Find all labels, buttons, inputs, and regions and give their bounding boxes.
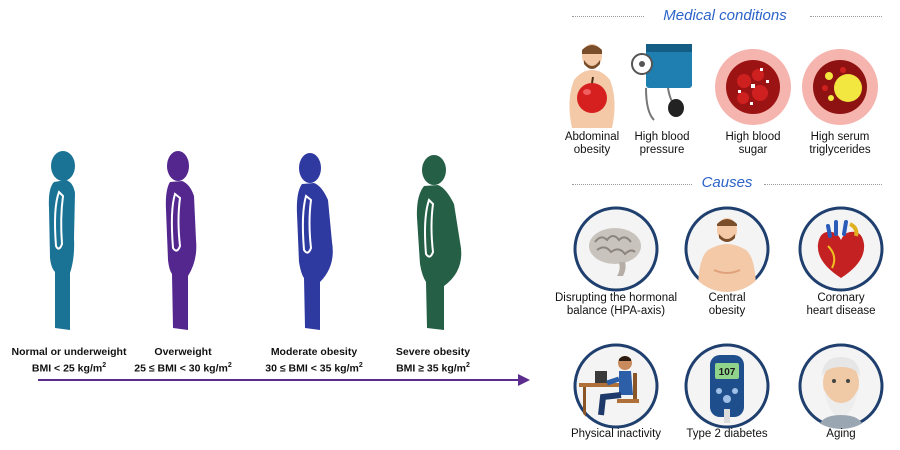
brain-icon xyxy=(573,206,659,292)
label-line: triglycerides xyxy=(809,144,871,156)
label-line: sugar xyxy=(738,144,768,156)
medical-label-triglycerides: High serum triglycerides xyxy=(780,131,900,157)
label-line: obesity xyxy=(708,305,746,317)
blood-sugar-icon xyxy=(714,48,792,126)
label-line: heart disease xyxy=(806,305,876,317)
figure-bmi-range: BMI ≥ 35 kg/m2 xyxy=(396,362,470,375)
elderly-man-icon xyxy=(798,343,884,429)
label-line: Physical inactivity xyxy=(570,428,662,440)
glucometer-icon: 107 xyxy=(684,343,770,429)
label-line: Coronary xyxy=(817,292,865,304)
label-line: High serum xyxy=(810,131,870,143)
cause-label-aging: Aging xyxy=(781,428,900,441)
blood-pressure-cuff-icon xyxy=(628,42,696,124)
cause-label-central: Central obesity xyxy=(667,292,787,318)
figure-label-normal: Normal or underweight BMI < 25 kg/m2 xyxy=(4,345,134,376)
figure-category: Severe obesity xyxy=(395,346,471,358)
label-line: High blood xyxy=(725,131,781,143)
medical-conditions-title: Medical conditions xyxy=(663,7,787,24)
central-obesity-icon xyxy=(684,206,770,292)
glucometer-reading: 107 xyxy=(719,367,736,378)
figure-category: Normal or underweight xyxy=(11,346,127,358)
figure-category: Overweight xyxy=(154,346,212,358)
label-line: pressure xyxy=(639,144,685,156)
progression-arrow-head xyxy=(518,374,530,386)
causes-divider-right xyxy=(764,184,882,185)
abdominal-obesity-icon xyxy=(562,40,622,128)
label-line: Type 2 diabetes xyxy=(686,428,768,440)
medical-label-pressure: High blood pressure xyxy=(602,131,722,157)
figure-label-overweight: Overweight 25 ≤ BMI < 30 kg/m2 xyxy=(118,345,248,376)
cause-label-inactivity: Physical inactivity xyxy=(556,428,676,441)
sitting-person-icon xyxy=(573,343,659,429)
medical-label-abdominal: Abdominal obesity xyxy=(532,131,652,157)
cause-label-coronary: Coronary heart disease xyxy=(781,292,900,318)
causes-divider-left xyxy=(572,184,692,185)
medical-divider-left xyxy=(572,16,644,17)
causes-title: Causes xyxy=(701,174,753,191)
figure-label-severe: Severe obesity BMI ≥ 35 kg/m2 xyxy=(368,345,498,376)
medical-label-sugar: High blood sugar xyxy=(693,131,813,157)
cause-label-diabetes: Type 2 diabetes xyxy=(667,428,787,441)
figure-bmi-range: 25 ≤ BMI < 30 kg/m2 xyxy=(134,362,232,375)
label-line: obesity xyxy=(573,144,611,156)
silhouette-severe xyxy=(412,152,472,342)
label-line: balance (HPA-axis) xyxy=(566,305,666,317)
progression-arrow-line xyxy=(38,379,520,381)
figure-category: Moderate obesity xyxy=(270,346,358,358)
silhouette-moderate xyxy=(292,150,347,340)
heart-icon xyxy=(798,206,884,292)
label-line: Abdominal xyxy=(564,131,620,143)
figure-bmi-range: BMI < 25 kg/m2 xyxy=(31,362,107,375)
label-line: Disrupting the hormonal xyxy=(554,292,678,304)
label-line: Central xyxy=(708,292,746,304)
cause-label-hormonal: Disrupting the hormonal balance (HPA-axi… xyxy=(551,292,681,318)
label-line: High blood xyxy=(634,131,690,143)
silhouette-overweight xyxy=(160,148,210,338)
figure-bmi-range: 30 ≤ BMI < 35 kg/m2 xyxy=(265,362,363,375)
triglycerides-icon xyxy=(801,48,879,126)
figure-label-moderate: Moderate obesity 30 ≤ BMI < 35 kg/m2 xyxy=(249,345,379,376)
label-line: Aging xyxy=(826,428,856,440)
silhouette-normal xyxy=(40,148,90,338)
medical-divider-right xyxy=(810,16,882,17)
